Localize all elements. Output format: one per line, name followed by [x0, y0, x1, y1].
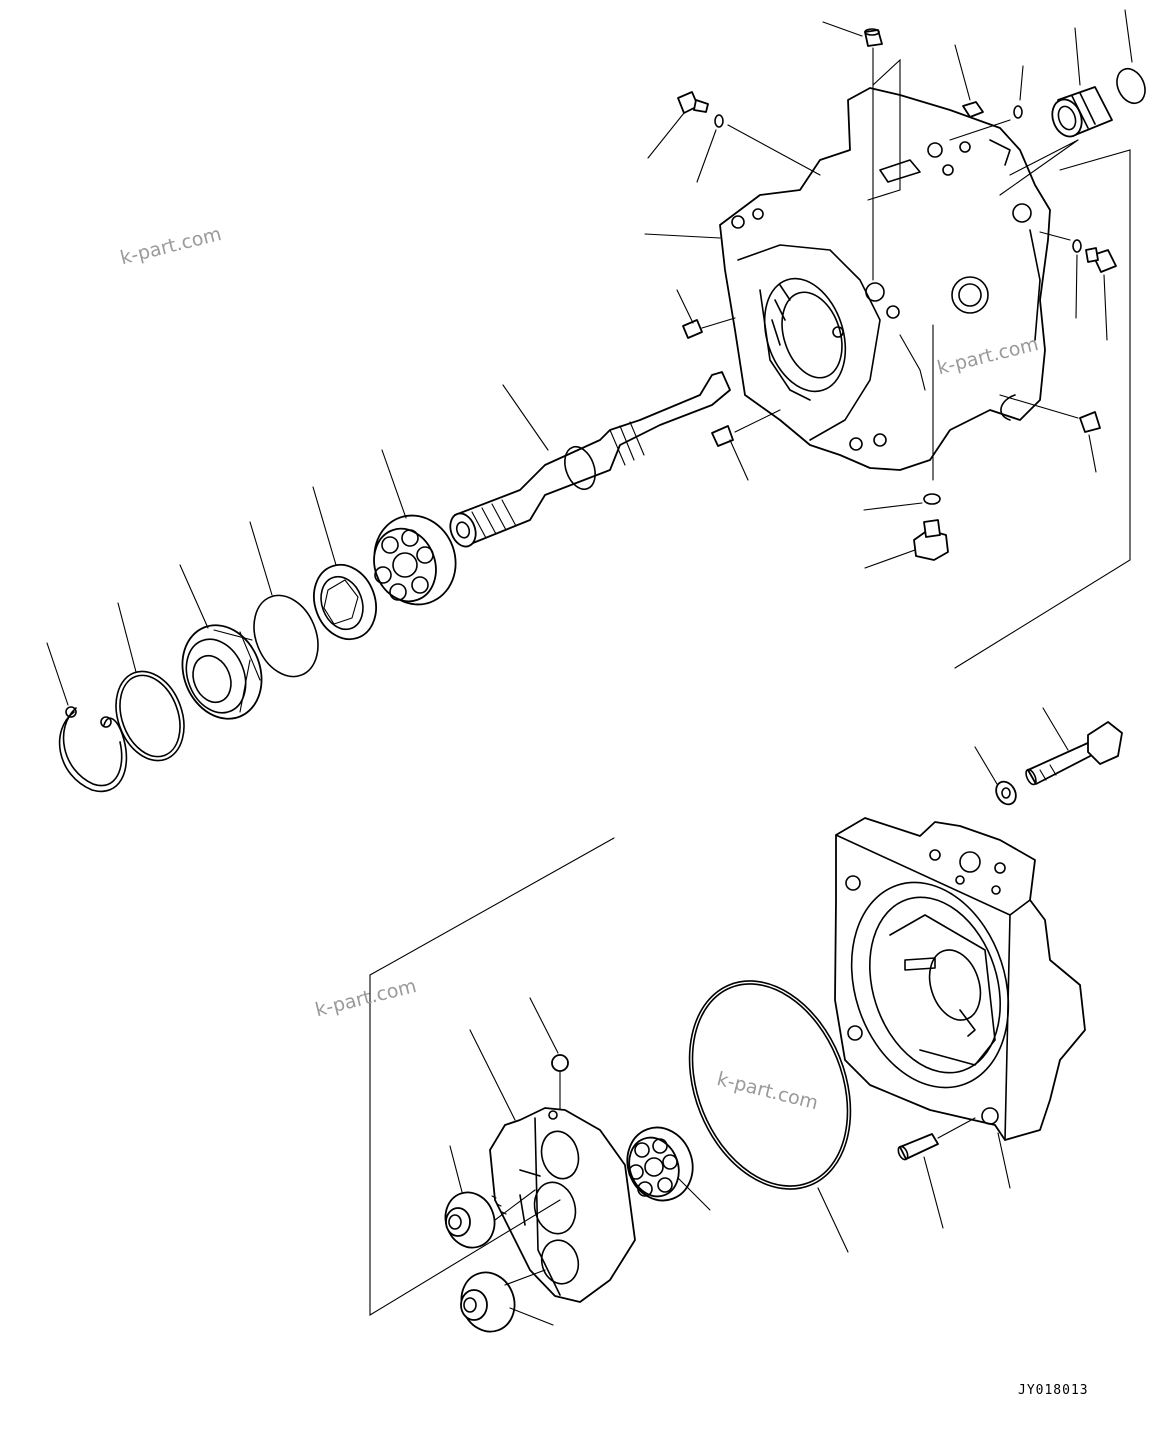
bolt-right[interactable] — [1085, 247, 1117, 273]
plug-bottom-center[interactable] — [913, 519, 949, 561]
spool-lower[interactable] — [453, 1265, 522, 1339]
valve-plate[interactable] — [489, 1107, 636, 1303]
roller-bearing-upper[interactable] — [362, 504, 468, 616]
o-ring-bottom-center[interactable] — [923, 493, 941, 505]
o-ring-right-small[interactable] — [1072, 239, 1082, 253]
dowel-pin[interactable] — [896, 1133, 939, 1161]
plug-center[interactable] — [711, 425, 734, 447]
o-ring-upper-left-small[interactable] — [714, 114, 724, 128]
bolt-lower[interactable] — [1024, 721, 1123, 786]
drawing-code: JY018013 — [1018, 1383, 1089, 1398]
retaining-ring[interactable] — [104, 662, 196, 770]
pump-housing-upper[interactable] — [719, 87, 1051, 471]
o-ring-top-right[interactable] — [1112, 64, 1151, 108]
plug-right-low[interactable] — [1079, 411, 1101, 433]
spacer-ring[interactable] — [304, 556, 386, 648]
plug-top-center[interactable] — [864, 28, 883, 47]
nut-top[interactable] — [962, 101, 984, 118]
bolt-upper-left[interactable] — [677, 91, 709, 114]
spool-upper[interactable] — [438, 1185, 502, 1254]
o-ring-top-small[interactable] — [1013, 105, 1023, 119]
steel-ball[interactable] — [551, 1054, 569, 1072]
roller-bearing-lower[interactable] — [617, 1118, 702, 1209]
circlip[interactable] — [58, 706, 128, 793]
pump-housing-lower[interactable] — [826, 817, 1086, 1141]
o-ring-large-lower[interactable] — [660, 957, 880, 1213]
shim-ring[interactable] — [242, 586, 329, 686]
drive-shaft[interactable] — [446, 371, 731, 550]
washer-lower[interactable] — [992, 778, 1020, 808]
oil-seal[interactable] — [169, 613, 275, 730]
bushing-sleeve[interactable] — [1047, 86, 1113, 141]
